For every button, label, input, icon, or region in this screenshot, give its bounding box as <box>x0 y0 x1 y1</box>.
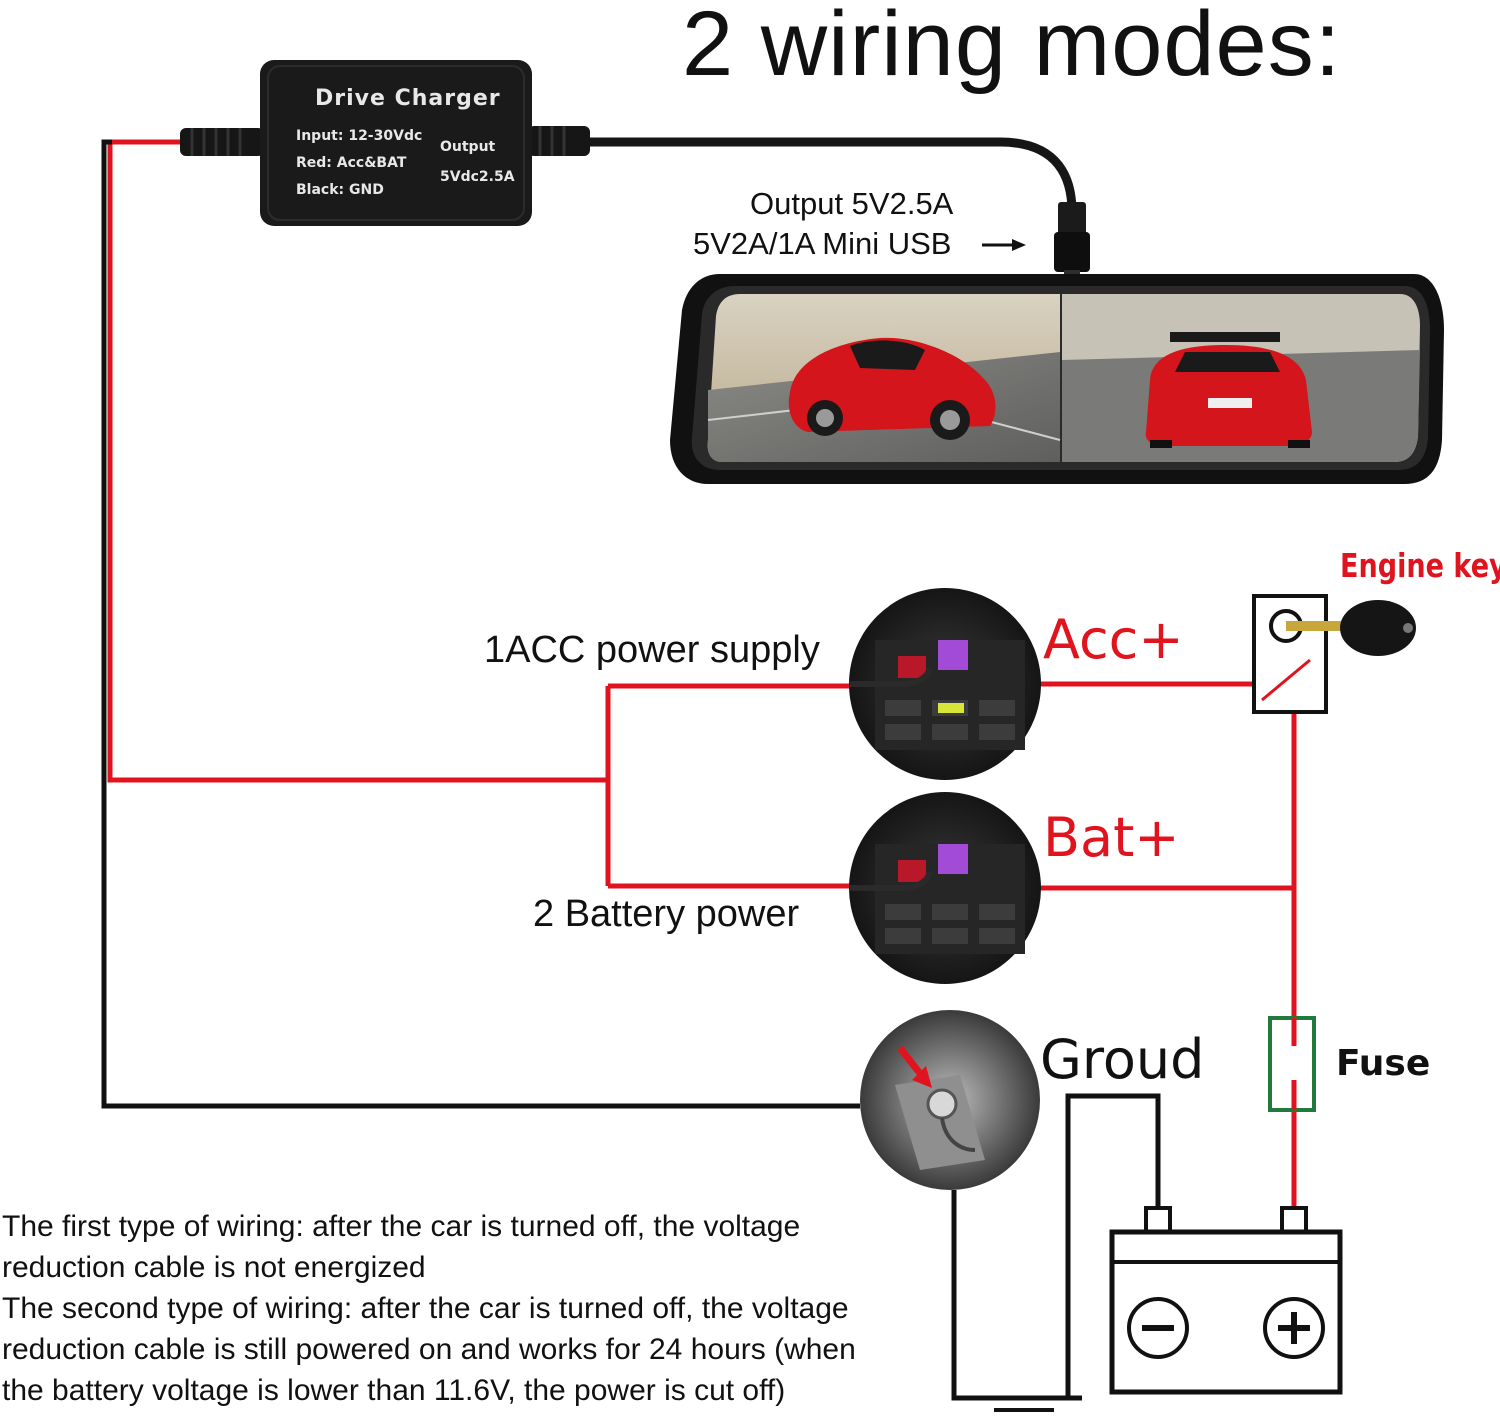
cable-strain-relief-right <box>528 126 590 156</box>
note-line: reduction cable is still powered on and … <box>2 1333 856 1366</box>
wiring-notes: The first type of wiring: after the car … <box>2 1206 952 1411</box>
charger-output-label: Output <box>440 139 496 155</box>
fuse-label: Fuse <box>1336 1043 1431 1084</box>
acc-plus-label: Acc+ <box>1043 608 1184 671</box>
cable-strain-relief-left <box>180 128 264 156</box>
bat-plus-label: Bat+ <box>1043 806 1180 869</box>
charger-output-value: 5Vdc2.5A <box>440 169 515 185</box>
charger-input-spec: Input: 12-30Vdc <box>296 128 423 144</box>
ground-bolt-photo <box>860 1010 1040 1190</box>
acc-fusebox-photo <box>849 588 1041 780</box>
red-input-wire <box>107 139 1297 1208</box>
drive-charger-box <box>180 60 590 226</box>
mirror-dashcam <box>670 274 1444 484</box>
note-line: the battery voltage is lower than 11.6V,… <box>2 1374 786 1407</box>
note-line: The second type of wiring: after the car… <box>2 1292 849 1325</box>
minus-terminal-icon <box>1127 1297 1189 1359</box>
ground-symbol <box>984 1396 1064 1412</box>
engine-key-label: Engine key <box>1340 546 1500 585</box>
battery-power-label: 2 Battery power <box>533 893 800 935</box>
bat-fusebox-photo <box>849 792 1041 984</box>
plus-terminal-icon <box>1263 1297 1325 1359</box>
acc-power-supply-label: 1ACC power supply <box>484 629 820 671</box>
red-car-rear <box>1145 332 1312 448</box>
ignition-switch <box>1252 594 1328 714</box>
charger-red-spec: Red: Acc&BAT <box>296 155 407 171</box>
rear-camera-view <box>1062 294 1420 462</box>
battery-icon <box>1109 1206 1343 1395</box>
red-arrow-icon <box>897 1045 932 1088</box>
page-title: 2 wiring modes: <box>682 0 1342 95</box>
charger-black-spec: Black: GND <box>296 182 384 198</box>
red-car-front <box>788 337 996 440</box>
arrow-right-icon <box>982 239 1026 251</box>
ground-label: Groud <box>1040 1028 1205 1091</box>
mini-usb-label: 5V2A/1A Mini USB <box>693 226 952 261</box>
charger-title: Drive Charger <box>315 86 501 111</box>
note-line: reduction cable is not energized <box>2 1251 426 1284</box>
fuse-icon <box>1268 1016 1316 1112</box>
output-spec-label: Output 5V2.5A <box>750 186 954 221</box>
mini-usb-plug <box>1054 202 1090 276</box>
output-cable <box>580 137 1077 217</box>
front-camera-view <box>707 294 1061 462</box>
note-line: The first type of wiring: after the car … <box>2 1210 801 1243</box>
engine-key-icon <box>1286 600 1416 656</box>
